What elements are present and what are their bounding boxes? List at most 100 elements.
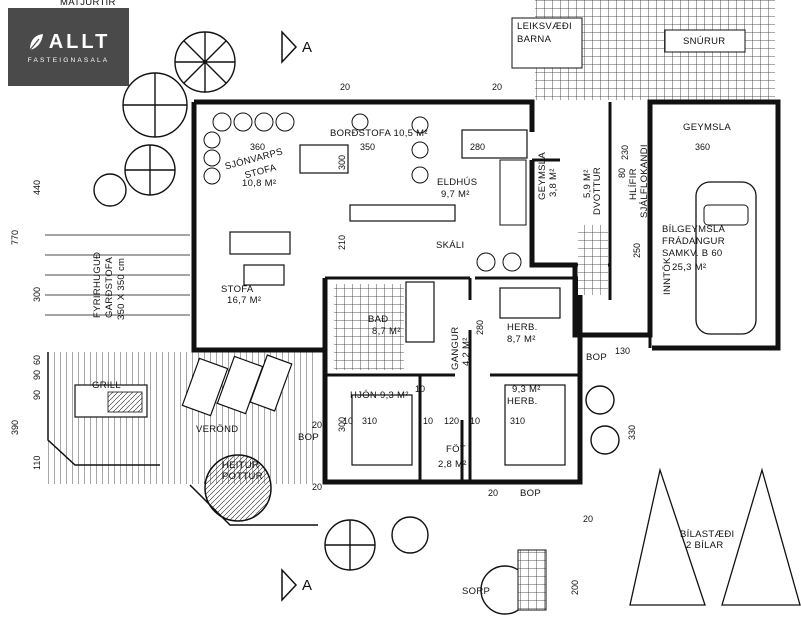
logo-tagline: FASTEIGNASALA	[27, 56, 110, 64]
label-fot: FÖT	[446, 444, 466, 455]
bin-box	[517, 549, 547, 611]
svg-text:230: 230	[620, 145, 630, 160]
label-gangur: GANGUR	[450, 327, 461, 371]
company-logo: ALLT FASTEIGNASALA	[8, 8, 129, 86]
label-bad-area: 8,7 M²	[372, 326, 401, 337]
svg-text:330: 330	[627, 425, 637, 440]
sun-loungers	[181, 354, 293, 417]
bed-herb1	[499, 287, 561, 319]
svg-text:130: 130	[615, 346, 630, 356]
svg-text:20: 20	[340, 82, 350, 92]
label-stofa2-area: 16,7 M²	[227, 295, 261, 306]
label-gardstofa: GARÐSTOFA	[104, 257, 115, 318]
svg-text:310: 310	[510, 416, 525, 426]
chairs	[203, 112, 522, 272]
svg-text:90: 90	[32, 390, 42, 400]
label-bop2: BOP	[298, 432, 319, 443]
label-bop1: BOP	[586, 352, 607, 363]
section-label-bottom: A	[302, 577, 312, 594]
svg-text:20: 20	[583, 514, 593, 524]
svg-text:350: 350	[360, 142, 375, 152]
svg-text:10: 10	[423, 416, 433, 426]
label-sorp: SORP	[462, 586, 490, 597]
laundry-tiles	[578, 225, 608, 295]
bathtub	[405, 281, 435, 343]
label-fradangur: FRÁDANGUR	[662, 236, 725, 247]
svg-text:90: 90	[32, 370, 42, 380]
label-dvot-area: 5,9 M²	[582, 169, 593, 198]
label-herb2-area: 9,3 M²	[512, 384, 541, 395]
label-matjurtir: MATJURTIR	[60, 0, 116, 8]
label-heitur: HEITUR	[222, 460, 259, 471]
svg-text:300: 300	[32, 287, 42, 302]
svg-text:300: 300	[337, 417, 347, 432]
svg-text:10: 10	[415, 384, 425, 394]
label-herb1: HERB.	[507, 322, 538, 333]
svg-text:10: 10	[343, 416, 353, 426]
section-marker-top: A	[281, 30, 312, 64]
svg-text:390: 390	[10, 420, 20, 435]
deck-outline	[47, 352, 318, 526]
svg-text:300: 300	[337, 155, 347, 170]
label-gardstofa-dim: 350 X 350 cm	[116, 258, 127, 320]
label-leiksvaedi: LEIKSVÆÐI	[517, 21, 572, 32]
svg-text:120: 120	[444, 416, 459, 426]
leaf-icon	[29, 34, 43, 51]
label-grill: GRILL	[92, 380, 121, 391]
label-fyrirhugud: FYRIRHUGUÐ	[92, 252, 103, 318]
label-gangur-area: 4,2 M²	[461, 337, 472, 366]
label-stofa2: STOFA	[221, 284, 254, 295]
label-barna: BARNA	[517, 34, 552, 45]
svg-text:770: 770	[10, 230, 20, 245]
dimension-labels: 360 350 280 360 20 20 20 20 20 20 10 10 …	[10, 82, 710, 595]
dining-table	[299, 144, 349, 174]
south-wing-wall	[322, 278, 583, 485]
label-bad: BAÐ	[368, 314, 388, 325]
hot-tub	[204, 454, 272, 522]
svg-text:280: 280	[470, 142, 485, 152]
west-wall	[191, 102, 325, 353]
label-geymsla2-area: 3,8 M²	[548, 168, 559, 197]
svg-text:20: 20	[312, 420, 322, 430]
label-dvot: DVOTTUR	[592, 167, 603, 215]
label-bilar: 2 BÍLAR	[686, 540, 723, 551]
svg-text:10: 10	[470, 416, 480, 426]
kitchen-counter	[461, 129, 528, 159]
bed-herb2	[504, 384, 566, 466]
grill-inner	[107, 391, 143, 413]
label-stofa1-area: 10,8 M²	[242, 178, 276, 189]
section-marker-bottom: A	[281, 568, 312, 602]
svg-text:440: 440	[32, 180, 42, 195]
kitchen-island	[349, 204, 456, 222]
label-verond: VERÖND	[196, 424, 238, 435]
section-label-top: A	[302, 39, 312, 56]
wall-unit	[499, 159, 527, 226]
label-samkv: SAMKV. B 60	[662, 248, 723, 259]
label-sjalfloki: SJÁLFLOKANDI	[639, 144, 650, 218]
coffee-table	[243, 264, 285, 286]
svg-text:310: 310	[362, 416, 377, 426]
svg-text:200: 200	[570, 580, 580, 595]
svg-text:80: 80	[617, 168, 627, 178]
logo-brand: ALLT	[48, 30, 111, 53]
svg-text:110: 110	[32, 456, 42, 470]
label-snurur: SNÚRUR	[683, 36, 725, 47]
sofa	[229, 231, 291, 255]
label-inntok: INNTÖK	[662, 257, 673, 295]
laundry-lines	[664, 29, 746, 53]
label-bilgeymsla: BÍLGEYMSLA	[662, 224, 726, 235]
parking-space-2	[721, 467, 801, 606]
bed-hjon	[351, 394, 413, 466]
svg-text:20: 20	[492, 82, 502, 92]
parking-space-1	[629, 467, 706, 606]
trees	[93, 31, 620, 615]
label-hlyfir: HLÍFIR	[628, 168, 639, 200]
label-eldhus: ELDHÚS	[437, 177, 477, 188]
label-pottur: POTTUR	[222, 471, 263, 482]
label-fot-area: 2,8 M²	[438, 459, 467, 470]
car-windshield	[703, 204, 749, 226]
label-bilastadi: BÍLASTÆÐI	[680, 529, 734, 540]
label-eldhus-area: 9,7 M²	[441, 189, 470, 200]
svg-text:280: 280	[475, 320, 485, 335]
